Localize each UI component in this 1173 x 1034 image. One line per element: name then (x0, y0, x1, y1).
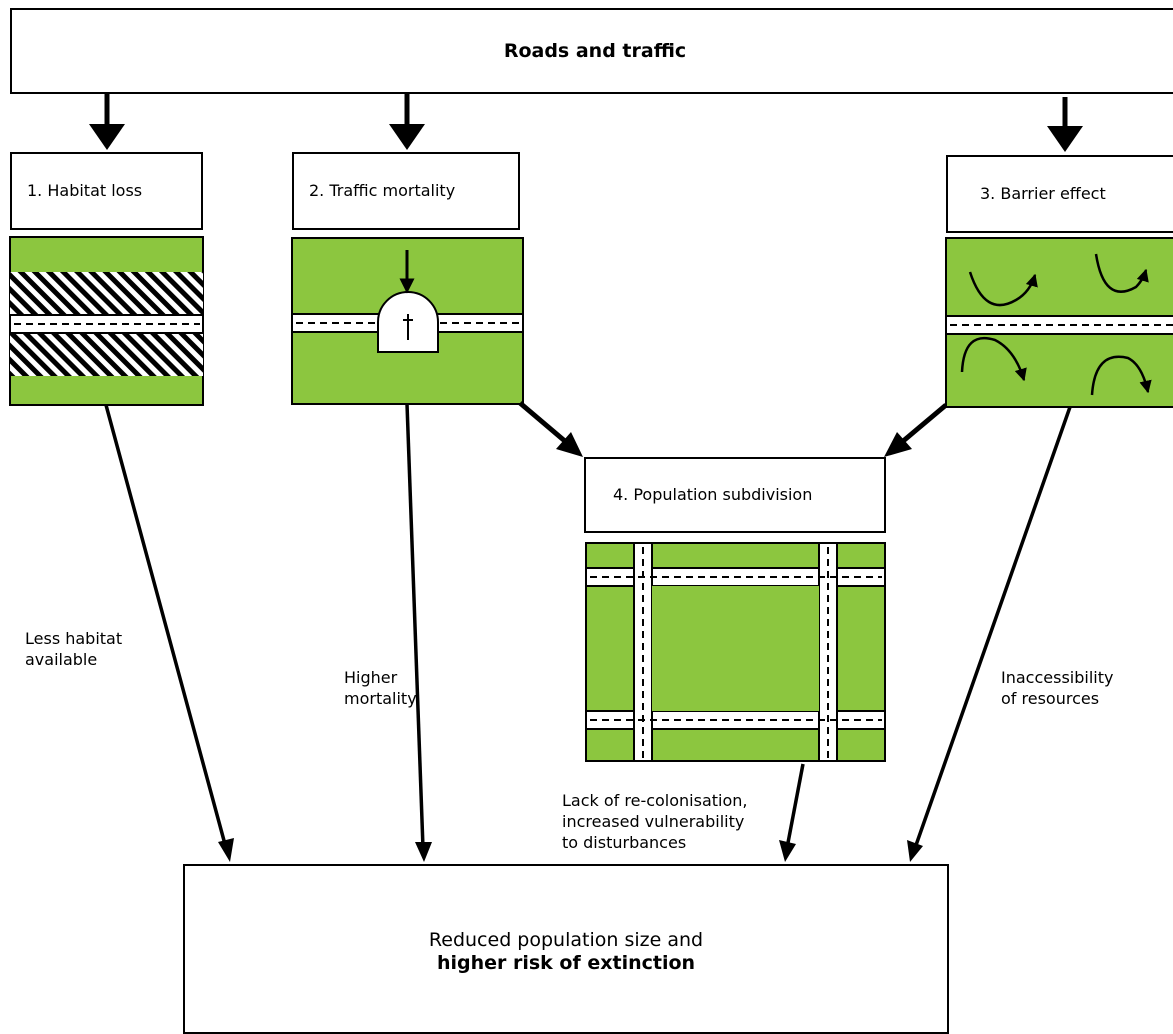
habitat-loss-box: 1. Habitat loss (10, 152, 203, 230)
population-subdivision-illustration (585, 542, 886, 762)
inaccessibility-line1: Inaccessibility (1001, 668, 1114, 687)
top-arrows (89, 94, 1083, 152)
traffic-mortality-illustration (291, 237, 524, 405)
roads-and-traffic-box: Roads and traffic (10, 8, 1173, 94)
population-subdivision-box: 4. Population subdivision (584, 457, 886, 533)
traffic-mortality-label: 2. Traffic mortality (309, 181, 456, 200)
traffic-mortality-box: 2. Traffic mortality (292, 152, 520, 230)
less-habitat-line1: Less habitat (25, 629, 123, 648)
cross-icon (403, 314, 413, 340)
subdivision-arrows (518, 401, 948, 457)
higher-mortality-line2: mortality (344, 689, 417, 708)
recolonisation-line2: increased vulnerability (562, 812, 745, 831)
barrier-effect-illustration (945, 237, 1173, 408)
habitat-loss-label: 1. Habitat loss (27, 181, 143, 200)
recolonisation-line3: to disturbances (562, 833, 687, 852)
habitat-loss-illustration (9, 236, 204, 406)
outcome-line1: Reduced population size and (428, 929, 704, 951)
less-habitat-label: Less habitat available (25, 628, 122, 670)
inaccessibility-line2: of resources (1001, 689, 1100, 708)
curved-arrow-icon (960, 253, 1152, 396)
recolonisation-label: Lack of re-colonisation, increased vulne… (562, 790, 748, 853)
population-subdivision-label: 4. Population subdivision (613, 485, 813, 504)
outcome-arrows (104, 403, 1072, 862)
recolonisation-line1: Lack of re-colonisation, (562, 791, 748, 810)
barrier-effect-label: 3. Barrier effect (980, 184, 1106, 203)
outcome-line2: higher risk of extinction (436, 952, 696, 974)
roads-and-traffic-title: Roads and traffic (503, 40, 687, 62)
outcome-box: Reduced population size and higher risk … (183, 864, 949, 1034)
higher-mortality-line1: Higher (344, 668, 398, 687)
inaccessibility-label: Inaccessibility of resources (1001, 667, 1113, 709)
barrier-effect-box: 3. Barrier effect (946, 155, 1173, 233)
higher-mortality-label: Higher mortality (344, 667, 417, 709)
less-habitat-line2: available (25, 650, 98, 669)
